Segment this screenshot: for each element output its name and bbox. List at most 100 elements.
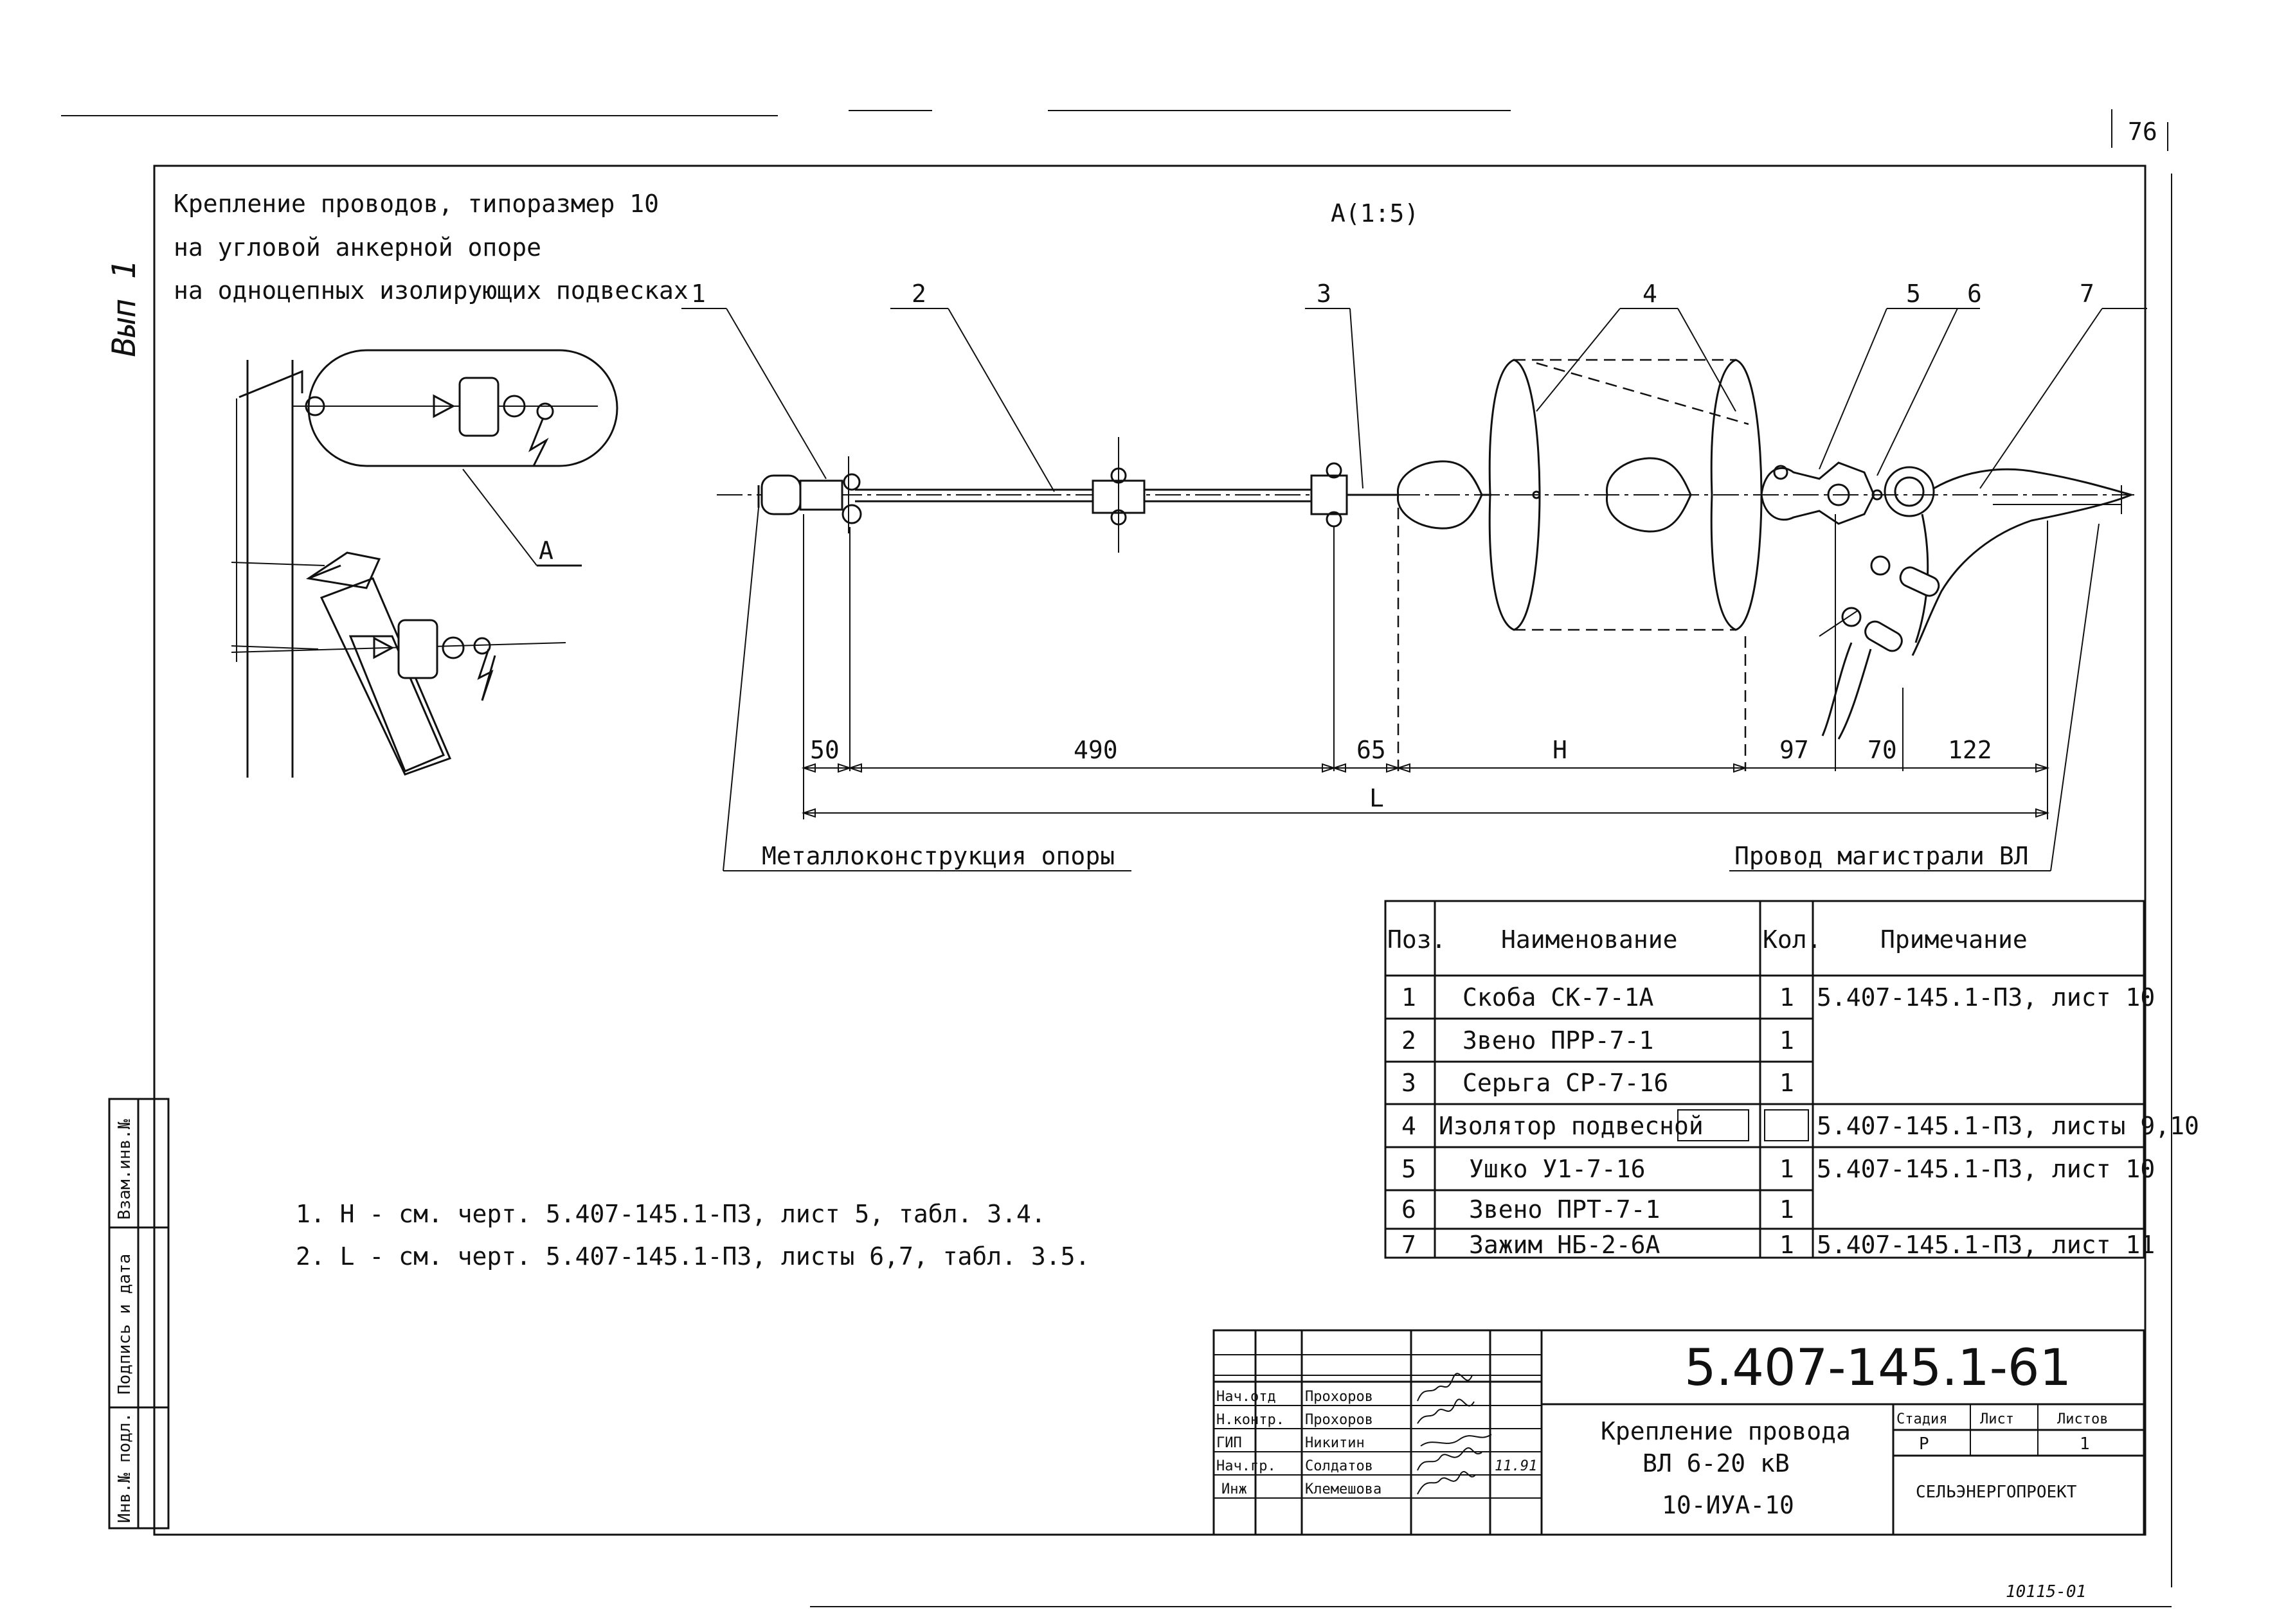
- table-row: 5 Ушко У1-7-16 1 5.407-145.1-ПЗ, лист 10: [1401, 1155, 2155, 1183]
- label-left: Металлоконструкция опоры: [762, 842, 1115, 870]
- row-4-pos: 4: [1401, 1112, 1416, 1140]
- stage-header: Стадия: [1896, 1411, 1947, 1427]
- row-1-note: 5.407-145.1-ПЗ, лист 10: [1817, 983, 2155, 1012]
- dim-50: 50: [810, 736, 840, 764]
- row-3-name: Серьга СР-7-16: [1462, 1069, 1668, 1097]
- sig-name-3: Никитин: [1305, 1435, 1365, 1451]
- corner-note: 10115-01: [2006, 1582, 2086, 1602]
- side-stamp-swap: Взам.инв.№: [115, 1119, 134, 1220]
- table-row: 4 Изолятор подвесной 5.407-145.1-ПЗ, лис…: [1401, 1112, 2199, 1140]
- dim-70: 70: [1868, 736, 1897, 764]
- row-1-name: Скоба СК-7-1А: [1462, 983, 1654, 1012]
- title-line-1: Крепление проводов, типоразмер 10: [174, 190, 659, 218]
- dim-490: 490: [1074, 736, 1118, 764]
- signature-row: Нач.гр. Солдатов 11.91: [1216, 1447, 1537, 1474]
- drawing-frame: [153, 165, 2146, 1536]
- signature-2: [1417, 1398, 1475, 1424]
- sheet-header: Лист: [1980, 1411, 2014, 1427]
- row-5-name: Ушко У1-7-16: [1469, 1155, 1646, 1183]
- description-line-3: 10-ИУА-10: [1662, 1491, 1794, 1519]
- pole-schematic: A: [231, 349, 618, 778]
- side-stamp: [108, 1098, 170, 1530]
- table-row: 7 Зажим НБ-2-6А 1 5.407-145.1-ПЗ, лист 1…: [1401, 1231, 2155, 1259]
- title-block: [1212, 1329, 2145, 1536]
- top-edge-lines: [61, 109, 2172, 1587]
- row-5-qty: 1: [1779, 1155, 1794, 1183]
- pos-6: 6: [1967, 280, 1982, 308]
- margin-note: Вып 1: [105, 260, 143, 357]
- row-2-name: Звено ПРР-7-1: [1462, 1026, 1653, 1055]
- row-7-name: Зажим НБ-2-6А: [1469, 1231, 1661, 1259]
- table-row: 3 Серьга СР-7-16 1: [1401, 1069, 1794, 1097]
- table-row: 6 Звено ПРТ-7-1 1: [1401, 1195, 1794, 1224]
- signature-row: ГИП Никитин: [1216, 1434, 1492, 1451]
- dim-97: 97: [1779, 736, 1809, 764]
- sig-role-4: Нач.гр.: [1216, 1458, 1276, 1474]
- dim-65: 65: [1356, 736, 1386, 764]
- organization: СЕЛЬЭНЕРГОПРОЕКТ: [1916, 1483, 2077, 1502]
- note-1: 1. H - см. черт. 5.407-145.1-ПЗ, лист 5,…: [296, 1200, 1046, 1228]
- sig-name-4: Солдатов: [1305, 1458, 1373, 1474]
- table-row: 1 Скоба СК-7-1А 1 5.407-145.1-ПЗ, лист 1…: [1401, 983, 2155, 1012]
- row-2-qty: 1: [1779, 1026, 1794, 1055]
- label-right-leader: [2050, 523, 2100, 871]
- parts-table: [1384, 900, 2145, 1259]
- sig-role-3: ГИП: [1216, 1435, 1242, 1451]
- signature-row: Н.контр. Прохоров: [1216, 1398, 1475, 1428]
- table-row: 2 Звено ПРР-7-1 1: [1401, 1026, 1794, 1055]
- assembly-drawing: [717, 359, 2134, 810]
- row-1-pos: 1: [1401, 983, 1416, 1012]
- pos-7: 7: [2080, 280, 2094, 308]
- signature-1: [1417, 1373, 1473, 1402]
- position-leaders: [681, 308, 2147, 492]
- sheets-value: 1: [2080, 1434, 2090, 1454]
- title-line-3: на одноцепных изолирующих подвесках: [174, 276, 688, 305]
- dimension-lines: [801, 733, 2050, 819]
- row-7-pos: 7: [1401, 1231, 1416, 1259]
- doc-code: 5.407-145.1-61: [1684, 1339, 2071, 1397]
- side-stamp-inventory: Инв.№ подл.: [115, 1413, 134, 1523]
- sig-name-1: Прохоров: [1305, 1389, 1373, 1405]
- pos-4: 4: [1643, 280, 1657, 308]
- title-line-2: на угловой анкерной опоре: [174, 233, 541, 262]
- row-6-qty: 1: [1779, 1195, 1794, 1224]
- label-left-leader: [723, 507, 759, 871]
- parts-header-qty: Кол.: [1763, 925, 1822, 954]
- row-1-qty: 1: [1779, 983, 1794, 1012]
- pos-1: 1: [691, 280, 706, 308]
- signature-row: Нач.отд Прохоров: [1216, 1373, 1473, 1405]
- view-label: A(1:5): [1331, 199, 1419, 228]
- signature-row: Инж Клемешова: [1221, 1471, 1476, 1497]
- sheets-header: Листов: [2057, 1411, 2108, 1427]
- signature-4: [1417, 1447, 1482, 1471]
- stage-value: Р: [1919, 1434, 1929, 1454]
- row-7-note: 5.407-145.1-ПЗ, лист 11: [1817, 1231, 2155, 1259]
- sig-role-2: Н.контр.: [1216, 1412, 1284, 1428]
- row-7-qty: 1: [1779, 1231, 1794, 1259]
- detail-callout: A: [539, 537, 554, 565]
- pos-2: 2: [912, 280, 926, 308]
- description-line-2: ВЛ 6-20 кВ: [1643, 1449, 1790, 1477]
- description-line-1: Крепление провода: [1601, 1417, 1851, 1445]
- parts-header-pos: Поз.: [1387, 925, 1446, 954]
- row-6-pos: 6: [1401, 1195, 1416, 1224]
- parts-header-name: Наименование: [1501, 925, 1678, 954]
- dim-h: H: [1553, 736, 1567, 764]
- row-6-name: Звено ПРТ-7-1: [1469, 1195, 1660, 1224]
- sig-name-2: Прохоров: [1305, 1412, 1373, 1428]
- row-4-note: 5.407-145.1-ПЗ, листы 9,10: [1817, 1112, 2199, 1140]
- page-number: 76: [2128, 118, 2157, 146]
- row-5-note: 5.407-145.1-ПЗ, лист 10: [1817, 1155, 2155, 1183]
- row-3-pos: 3: [1401, 1069, 1416, 1097]
- dim-122: 122: [1948, 736, 1992, 764]
- label-right: Провод магистрали ВЛ: [1734, 842, 2029, 870]
- sig-date-4: 11.91: [1495, 1458, 1537, 1474]
- pos-3: 3: [1317, 280, 1331, 308]
- sig-role-1: Нач.отд: [1216, 1389, 1276, 1405]
- sig-role-5: Инж: [1221, 1481, 1247, 1497]
- note-2: 2. L - см. черт. 5.407-145.1-ПЗ, листы 6…: [296, 1242, 1090, 1271]
- row-3-qty: 1: [1779, 1069, 1794, 1097]
- pos-5: 5: [1906, 280, 1921, 308]
- row-2-pos: 2: [1401, 1026, 1416, 1055]
